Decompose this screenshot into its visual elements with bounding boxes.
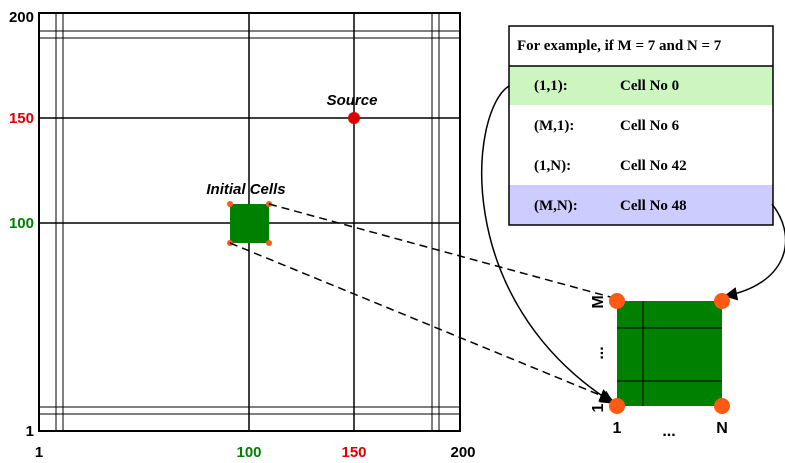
magnified-label-left-1: 1: [590, 403, 607, 412]
y-tick-150: 150: [9, 110, 34, 127]
magnified-corner-bl: [609, 398, 625, 414]
table-row-m-n-value: Cell No 48: [620, 198, 687, 214]
x-tick-1: 1: [35, 444, 43, 461]
table-row-1-1-value: Cell No 0: [620, 78, 679, 94]
x-tick-200: 200: [450, 444, 475, 461]
x-tick-100: 100: [236, 444, 261, 461]
y-tick-100: 100: [9, 215, 34, 232]
initial-cell-corner-tl: [227, 201, 233, 207]
table-row-1-n-value: Cell No 42: [620, 158, 687, 174]
source-label: Source: [327, 92, 378, 109]
table-row-1-1: [509, 66, 773, 105]
magnified-label-n: N: [716, 420, 728, 437]
magnified-label-m: M: [590, 295, 607, 308]
arrow-cell-48: [723, 203, 785, 301]
table-row-m-1: [509, 105, 773, 145]
magnified-corner-tr: [714, 293, 730, 309]
source-point: [348, 112, 360, 124]
magnified-cells: [617, 301, 722, 406]
arrow-cell-0: [481, 85, 615, 404]
magnify-line-top: [268, 203, 615, 299]
table-row-m-n-key: (M,N):: [534, 198, 578, 214]
initial-cells-block: [230, 204, 269, 243]
table-border: [508, 25, 774, 226]
magnified-corner-tl: [609, 293, 625, 309]
magnified-label-bottom-dots: ...: [662, 423, 675, 440]
table-row-m-1-value: Cell No 6: [620, 118, 680, 134]
initial-cell-corner-br: [266, 240, 272, 246]
table-row-m-n: [509, 185, 773, 225]
table-header-cell: [509, 26, 773, 66]
grid-edge-lines: [39, 13, 460, 431]
magnify-line-bottom: [229, 242, 614, 402]
table-row-m-1-key: (M,1):: [534, 118, 574, 134]
table-header-text: For example, if M = 7 and N = 7: [517, 38, 722, 54]
y-tick-200: 200: [9, 9, 34, 26]
x-tick-150: 150: [341, 444, 366, 461]
magnified-corner-br: [714, 398, 730, 414]
initial-cells-label: Initial Cells: [206, 181, 285, 198]
table-row-1-n-key: (1,N):: [534, 158, 571, 174]
example-table: For example, if M = 7 and N = 7 (1,1): C…: [508, 25, 774, 226]
magnified-label-left-dots: ...: [590, 346, 607, 359]
magnified-grid-lines: [617, 301, 722, 406]
y-tick-1: 1: [26, 423, 34, 440]
magnified-label-bottom-1: 1: [613, 420, 622, 437]
table-row-1-1-key: (1,1):: [534, 78, 568, 94]
magnified-block: M ... 1 1 ... N: [590, 293, 730, 440]
grid-plot: 1 100 150 200 200 150 100 1 Source Initi…: [9, 9, 476, 461]
magnify-lines: [229, 203, 615, 402]
table-row-1-n: [509, 145, 773, 185]
table-arrows: [481, 85, 785, 404]
